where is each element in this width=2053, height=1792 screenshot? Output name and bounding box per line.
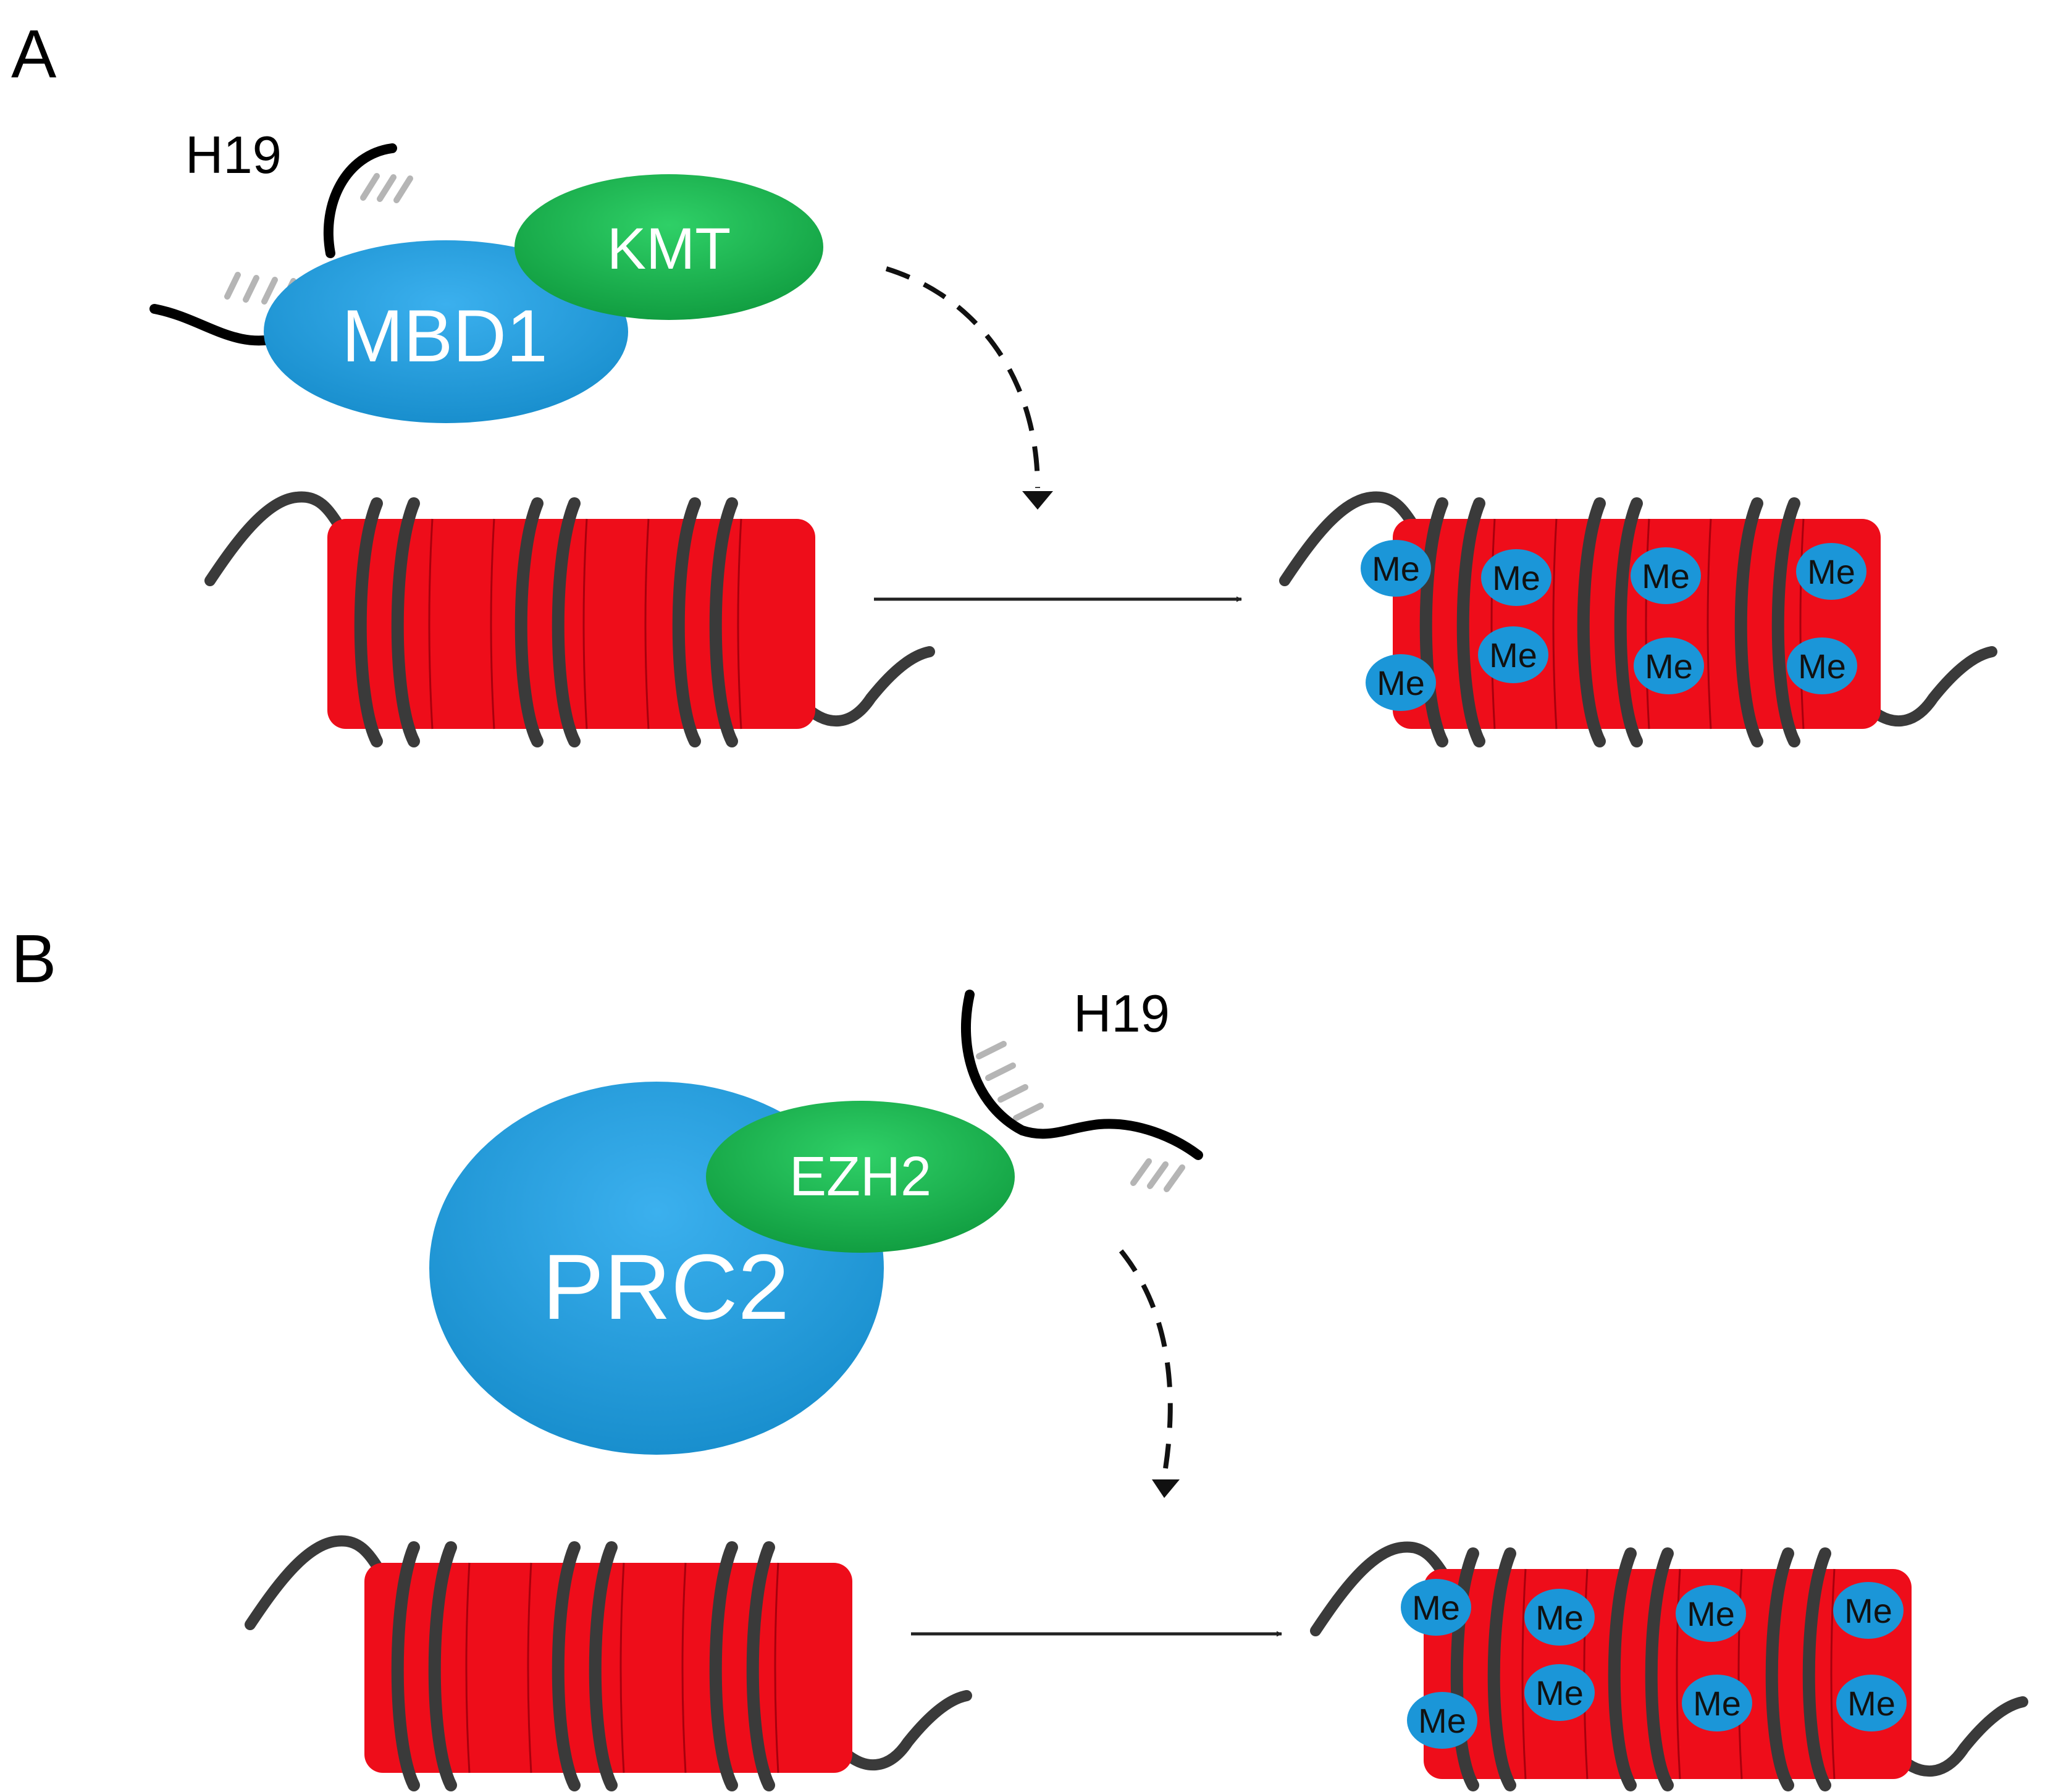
panel-b-chromatin-methylated: Me Me Me Me Me [1310,1541,2028,1791]
svg-text:Me: Me [1372,549,1420,588]
svg-text:Me: Me [1847,1684,1896,1723]
methyl-mark: Me [1682,1675,1752,1731]
svg-text:Me: Me [1645,647,1693,686]
svg-text:Me: Me [1412,1588,1460,1627]
ezh2-enzyme [706,1101,1015,1253]
methyl-mark: Me [1836,1675,1907,1731]
svg-text:Me: Me [1535,1598,1584,1637]
panel-a-h19-label: H19 [185,126,282,185]
svg-text:Me: Me [1642,557,1690,595]
methyl-mark: Me [1366,654,1436,711]
mbd1-protein [264,240,628,423]
svg-text:Me: Me [1377,663,1425,702]
kmt-label: KMT [607,216,731,282]
methyl-mark: Me [1676,1585,1746,1642]
svg-text:Me: Me [1489,636,1537,675]
methyl-mark: Me [1361,540,1431,597]
svg-text:Me: Me [1693,1684,1741,1723]
methyl-mark: Me [1833,1582,1904,1639]
methyl-mark: Me [1787,637,1857,694]
svg-text:Me: Me [1418,1701,1466,1740]
panel-a-chromatin-methylated: Me Me Me Me Me [1279,491,1997,747]
svg-text:Me: Me [1492,558,1540,597]
svg-text:Me: Me [1687,1594,1735,1633]
mbd1-label: MBD1 [342,295,547,377]
methyl-mark: Me [1631,547,1701,604]
panel-b-recruitment-arrowhead [1152,1479,1180,1498]
panel-b-label: B [11,921,56,997]
panel-b-h19-rna [961,990,1203,1192]
svg-text:Me: Me [1798,647,1846,686]
svg-text:Me: Me [1535,1673,1584,1712]
methyl-mark: Me [1524,1589,1595,1646]
panel-b-methyl-marks: Me Me Me Me Me [1401,1579,1907,1749]
panel-b: B PRC2 EZH2 H19 [11,921,2028,1791]
panel-b-h19-label: H19 [1073,985,1170,1043]
methyl-mark: Me [1401,1579,1471,1636]
methyl-mark: Me [1481,549,1551,606]
ezh2-label: EZH2 [789,1146,931,1208]
panel-a-recruitment-arrow [885,266,1040,489]
panel-a-label: A [11,16,57,92]
svg-text:Me: Me [1844,1591,1892,1630]
panel-b-rna-pairing-ticks [976,1041,1185,1192]
methyl-mark: Me [1407,1692,1477,1749]
panel-a-chromatin-unmodified [204,491,935,747]
panel-b-recruitment-arrow [1119,1249,1173,1477]
panel-a-methyl-marks: Me Me Me Me Me [1361,540,1866,711]
kmt-enzyme [514,174,823,320]
svg-text:Me: Me [1807,552,1855,591]
methyl-mark: Me [1634,637,1704,694]
panel-b-chromatin-unmodified [245,1535,972,1791]
panel-a: A H19 MBD1 KMT [11,16,1997,747]
methyl-mark: Me [1478,626,1548,683]
methyl-mark: Me [1524,1664,1595,1721]
prc2-label: PRC2 [542,1235,789,1339]
methyl-mark: Me [1796,543,1866,600]
panel-a-recruitment-arrowhead [1022,491,1053,510]
